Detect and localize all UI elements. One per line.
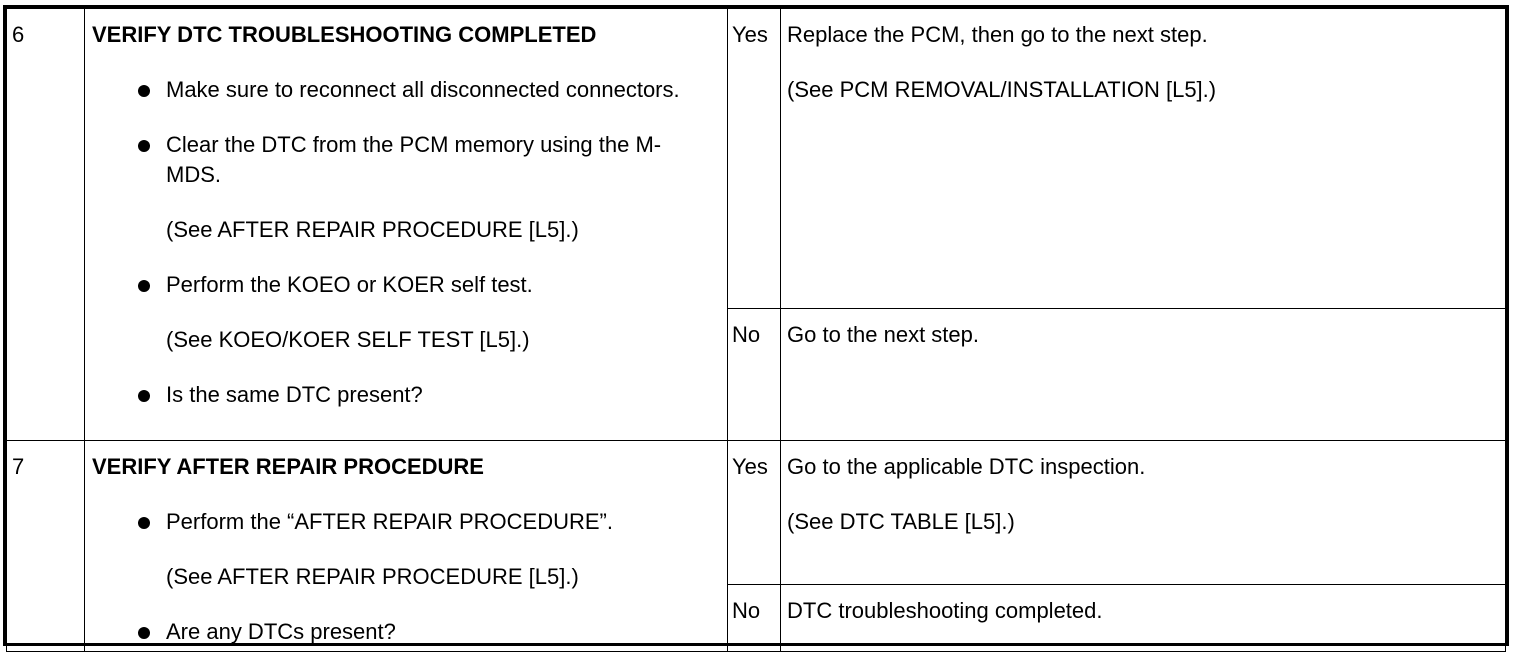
result-yes: Yes	[727, 440, 781, 585]
bullet-dot-icon	[138, 517, 150, 529]
result-no: No	[727, 308, 781, 441]
remedy-text: Go to the applicable DTC inspection.	[787, 454, 1146, 479]
action-reference: (See AFTER REPAIR PROCEDURE [L5].)	[166, 217, 579, 242]
action-bullet: Make sure to reconnect all disconnected …	[92, 75, 706, 105]
action-text: Perform the “AFTER REPAIR PROCEDURE”.	[166, 509, 613, 534]
action-reference: (See AFTER REPAIR PROCEDURE [L5].)	[166, 564, 579, 589]
action-text: Make sure to reconnect all disconnected …	[166, 77, 680, 102]
action-text: Clear the DTC from the PCM memory using …	[166, 132, 662, 187]
bullet-dot-icon	[138, 627, 150, 639]
result-no: No	[727, 584, 781, 652]
action-bullet: Perform the “AFTER REPAIR PROCEDURE”.	[92, 507, 719, 537]
remedy-text: Go to the next step.	[787, 322, 980, 347]
bullet-dot-icon	[138, 85, 150, 97]
remedy-text: DTC troubleshooting completed.	[787, 598, 1103, 623]
step-number: 6	[6, 8, 85, 441]
remedy-cell: DTC troubleshooting completed.	[780, 584, 1506, 652]
troubleshooting-table: 6 VERIFY DTC TROUBLESHOOTING COMPLETED M…	[3, 5, 1509, 652]
action-bullet: Clear the DTC from the PCM memory using …	[92, 130, 706, 190]
step-7-row-no: No DTC troubleshooting completed.	[7, 584, 1506, 652]
bullet-dot-icon	[138, 280, 150, 292]
result-yes: Yes	[727, 8, 781, 309]
remedy-cell: Go to the applicable DTC inspection. (Se…	[780, 440, 1506, 585]
step-title: VERIFY AFTER REPAIR PROCEDURE	[92, 454, 484, 479]
step-7-row-yes: 7 VERIFY AFTER REPAIR PROCEDURE Perform …	[6, 440, 1506, 652]
step-title: VERIFY DTC TROUBLESHOOTING COMPLETED	[92, 22, 597, 47]
action-bullet: Is the same DTC present?	[92, 380, 719, 410]
remedy-text: Replace the PCM, then go to the next ste…	[787, 22, 1208, 47]
remedy-reference: (See DTC TABLE [L5].)	[787, 509, 1015, 534]
step-number: 7	[6, 440, 85, 652]
step-6-row-yes: 6 VERIFY DTC TROUBLESHOOTING COMPLETED M…	[6, 8, 1506, 441]
action-text: Are any DTCs present?	[166, 619, 396, 644]
remedy-reference: (See PCM REMOVAL/INSTALLATION [L5].)	[787, 77, 1217, 102]
action-bullet: Are any DTCs present?	[92, 617, 719, 647]
bullet-dot-icon	[138, 140, 150, 152]
action-text: Perform the KOEO or KOER self test.	[166, 272, 533, 297]
remedy-cell: Replace the PCM, then go to the next ste…	[780, 8, 1506, 309]
step-action-cell: VERIFY DTC TROUBLESHOOTING COMPLETED Mak…	[84, 8, 728, 441]
action-bullet: Perform the KOEO or KOER self test.	[92, 270, 719, 300]
action-reference: (See KOEO/KOER SELF TEST [L5].)	[166, 327, 530, 352]
step-action-cell: VERIFY AFTER REPAIR PROCEDURE Perform th…	[84, 440, 728, 652]
remedy-cell: Go to the next step.	[780, 308, 1506, 441]
step-6-row-no: No Go to the next step.	[7, 308, 1506, 441]
action-text: Is the same DTC present?	[166, 382, 423, 407]
bullet-dot-icon	[138, 390, 150, 402]
